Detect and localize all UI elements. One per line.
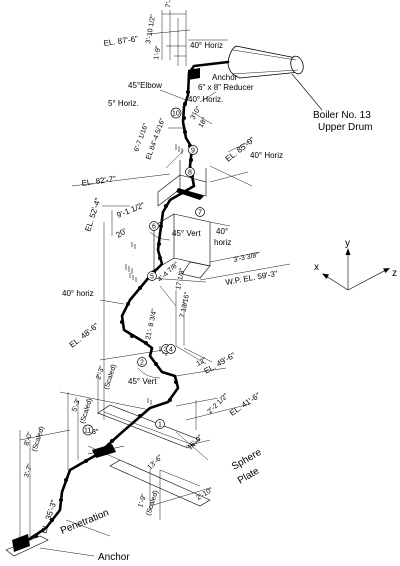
label-sphere: Sphere [230, 447, 264, 473]
label-el-84: EL 84'-4 5/16" [145, 117, 167, 161]
label-20: 20' [115, 226, 129, 239]
label-el-87-6: EL. 87'-6" [103, 34, 139, 48]
support-frame-upper [157, 160, 207, 207]
label-3-10-1-2: 3'-10 1/2" [145, 14, 157, 45]
label-5-3: 5'-3" [71, 397, 82, 413]
pipe-route [20, 60, 230, 546]
axis-z-label: z [392, 268, 397, 279]
svg-text:8: 8 [188, 170, 192, 177]
reducer-fitting [188, 68, 200, 80]
node-badge-5: 5 [147, 271, 157, 281]
label-21-8-3-4: 21'- 8 3/4" [145, 308, 158, 341]
svg-text:3: 3 [164, 347, 168, 354]
label-3-7: 3'-7" [23, 463, 34, 479]
svg-text:5: 5 [150, 274, 154, 281]
label-7-4-1-8: 7'-4 1/8" [165, 0, 176, 8]
label-12: 12" [196, 356, 209, 367]
label-penetration: Penetration [59, 507, 111, 536]
label-6-7-16: 6'-7 1/16" [133, 122, 150, 153]
support-frame-lower [153, 213, 231, 279]
label-2-3-scaled: 2'-3" [95, 365, 106, 381]
label-wp-el: W.P. EL. 59'-3" [225, 269, 279, 287]
weld-dots [34, 90, 194, 538]
label-7-13-16: 7 13/16" [179, 291, 191, 318]
dimension-lines [19, 10, 291, 557]
svg-text:7: 7 [198, 210, 202, 217]
node-badge-7: 7 [195, 207, 205, 217]
node-badge-9: 9 [188, 145, 198, 155]
label-8-0: 8'-0" [23, 431, 34, 447]
label-scaled-3: (Scaled) [31, 426, 46, 453]
boiler-label-line2: Upper Drum [318, 122, 372, 133]
label-el-41-6: EL. 41'-6" [228, 391, 262, 418]
label-el-48-6: EL. 48'-6" [68, 321, 101, 349]
label-16-0: 16'-0" [187, 434, 205, 452]
label-40-horiz-right: 40° Horiz [250, 151, 283, 160]
label-40-horiz-b: 40° Horiz. [188, 95, 223, 104]
label-40-horiz-left: 40° horiz [62, 289, 94, 298]
label-1-9: 1'-9" [153, 45, 162, 60]
svg-text:2: 2 [140, 360, 144, 367]
node-badge-10: 10 [170, 107, 182, 119]
svg-text:11: 11 [84, 428, 91, 435]
label-scaled-4: (Scaled) [145, 490, 160, 517]
label-17-1-8: 17 1/8" [175, 267, 187, 290]
svg-text:9: 9 [191, 148, 195, 155]
penetration-plate [87, 444, 125, 458]
label-40-horiz-top: 40° Horiz [190, 41, 223, 50]
label-45-vert-a: 45° Vert [172, 229, 201, 238]
node-badge-1: 1 [155, 419, 165, 429]
label-scaled-2: (Scaled) [79, 398, 94, 425]
boiler-drum [227, 45, 323, 111]
label-reducer: 6" x 8" Reducer [198, 83, 254, 92]
label-40-c1: 40° [216, 227, 228, 236]
svg-text:10: 10 [172, 111, 180, 118]
sphere-plate [87, 404, 211, 507]
axis-triad [322, 248, 390, 291]
label-18: 18" [198, 116, 209, 129]
label-40-c2: horiz [214, 238, 231, 247]
label-3-3-3-8: 3'-3 3/8" [233, 252, 260, 264]
node-badge-4: 4 [166, 344, 176, 354]
boiler-label-line1: Boiler No. 13 [313, 110, 371, 121]
label-el-49-6: EL. 49'-6" [203, 351, 238, 376]
svg-text:6: 6 [152, 224, 156, 231]
label-anchor-bottom: Anchor [98, 552, 130, 563]
label-2-10: 2'-10" [196, 486, 215, 501]
label-5-horiz: 5° Horiz. [108, 99, 139, 108]
anchor-bottom-fitting [5, 534, 49, 557]
svg-text:1: 1 [158, 422, 162, 429]
node-badge-11: 11 [82, 424, 94, 436]
label-3: 3" [92, 429, 99, 436]
node-badge-2: 2 [137, 357, 147, 367]
node-badge-6: 6 [149, 221, 159, 231]
node-badge-8: 8 [185, 167, 195, 177]
label-el-52-4: EL. 52'-4" [83, 197, 102, 233]
label-anchor-top: Anchor [212, 73, 238, 82]
label-45-elbow: 45°Elbow [128, 81, 162, 90]
label-1-9-scaled: 1'-9" [137, 493, 148, 509]
axis-x-label: x [314, 262, 319, 273]
label-13-6: 13'-6" [147, 454, 165, 472]
label-el-82-7: EL. 82'-7" [81, 174, 117, 188]
axis-y-label: y [345, 238, 350, 249]
label-45-vert-b: 45° Vert [128, 377, 157, 386]
angle-arcs [137, 231, 171, 379]
label-9-1-1-2: 9'-1 1/2" [115, 200, 146, 219]
svg-text:4: 4 [169, 347, 173, 354]
